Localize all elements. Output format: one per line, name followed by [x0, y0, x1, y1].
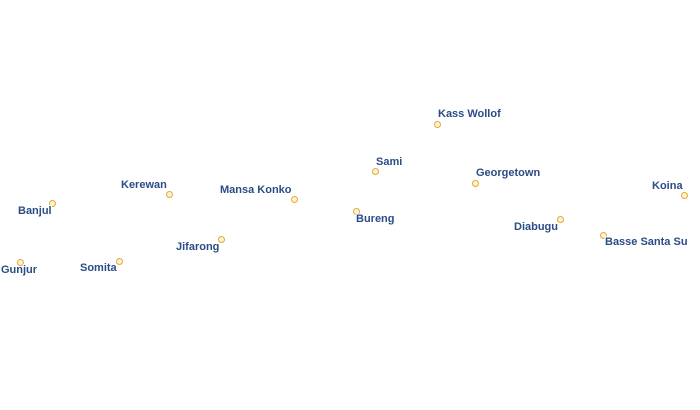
town-marker-icon — [49, 200, 56, 207]
place-label: Kerewan — [121, 179, 167, 191]
place-label: Jifarong — [176, 241, 220, 253]
place-label: Sami — [376, 156, 403, 168]
town-marker-icon — [372, 168, 379, 175]
town-marker-icon — [434, 121, 441, 128]
town-marker-icon — [166, 191, 173, 198]
town-marker-icon — [681, 192, 688, 199]
town-marker-icon — [472, 180, 479, 187]
place-label: Koina — [652, 180, 683, 192]
place-label: Somita — [80, 262, 117, 274]
place-label: Gunjur — [1, 264, 38, 276]
place-label: Banjul — [18, 205, 52, 217]
place-label: Basse Santa Su — [605, 236, 688, 248]
town-marker-icon — [353, 208, 360, 215]
place-label: Mansa Konko — [220, 184, 292, 196]
place-label: Georgetown — [476, 167, 541, 179]
place-label: Diabugu — [514, 221, 558, 233]
place-label: Bureng — [356, 213, 395, 225]
town-marker-icon — [116, 258, 123, 265]
town-marker-icon — [291, 196, 298, 203]
town-marker-icon — [600, 232, 607, 239]
town-marker-icon — [17, 259, 24, 266]
town-marker-icon — [218, 236, 225, 243]
place-label: Kass Wollof — [438, 108, 501, 120]
town-marker-icon — [557, 216, 564, 223]
